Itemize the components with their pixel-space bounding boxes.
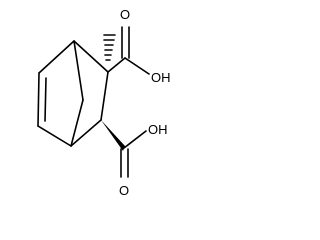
bond-c6-c1 <box>38 40 75 74</box>
acid1-hydroxyl-label: OH <box>151 70 171 85</box>
ring-framework <box>37 40 109 147</box>
bond-c5-c6 <box>37 72 40 127</box>
bond-carboxyl1-oh <box>124 57 150 75</box>
upper-carboxylic-acid: O OH <box>107 7 171 85</box>
bond-c2-carboxyl1 <box>107 57 126 73</box>
chemical-structure: O OH OH O <box>37 7 171 198</box>
bridge-bond-c1-c7 <box>73 40 84 101</box>
bond-c5-c6-double <box>44 77 47 122</box>
methyl-group-hashed <box>103 34 116 61</box>
bond-carboxyl2-oh <box>123 130 147 149</box>
bond-c1-c2 <box>73 40 109 73</box>
bond-c4-c5 <box>37 125 72 147</box>
acid2-oxygen-label: O <box>119 183 129 198</box>
bond-c2-c3 <box>100 71 109 121</box>
lower-carboxylic-acid: OH O <box>101 120 168 198</box>
bond-c3-c4 <box>70 119 102 147</box>
bridge-bond-c7-c4 <box>70 99 84 147</box>
wedge-bond-c3-carboxyl2 <box>101 120 125 151</box>
acid2-hydroxyl-label: OH <box>148 122 168 137</box>
acid1-oxygen-label: O <box>120 7 130 22</box>
